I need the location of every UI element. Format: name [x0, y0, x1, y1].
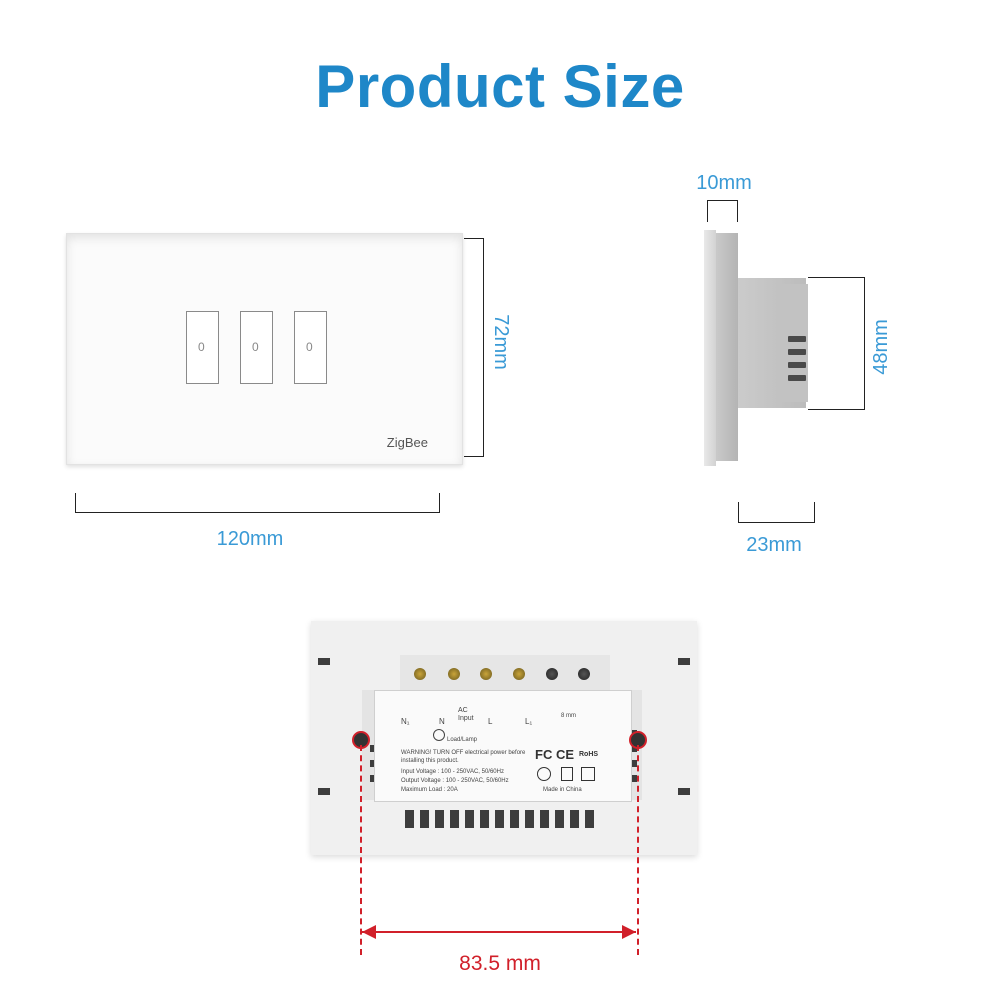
button-glyph: 0 [198, 340, 205, 354]
terminal-ac: AC [458, 707, 468, 714]
warning-text: WARNING! TURN OFF electrical power befor… [401, 750, 526, 764]
ce-mark: CE [556, 747, 575, 762]
strip-length: 8 mm [561, 713, 576, 719]
dimension-line-depth [738, 522, 815, 523]
terminal-screw [480, 668, 492, 680]
bottom-rib [405, 810, 414, 828]
made-in: Made in China [543, 787, 582, 793]
plate-slot [678, 788, 690, 795]
dimension-tick [464, 238, 484, 239]
terminal-screw [448, 668, 460, 680]
terminal-n: N [439, 717, 445, 726]
bottom-rib [450, 810, 459, 828]
height-label: 72mm [490, 314, 512, 370]
house-icon [581, 767, 595, 781]
terminal-block [400, 655, 610, 691]
load-label: Load/Lamp [447, 737, 478, 743]
body-depth-label: 23mm [746, 534, 802, 556]
plate-slot [678, 658, 690, 665]
side-vent [788, 349, 806, 355]
bottom-rib [585, 810, 594, 828]
output-voltage: Output Voltage : 100 - 250VAC, 50/60Hz [401, 778, 509, 784]
bottom-rib [435, 810, 444, 828]
weee-bin-icon [561, 767, 573, 781]
plate-slot [318, 788, 330, 795]
width-label: 120mm [216, 528, 284, 550]
touch-button-3: 0 [294, 311, 327, 384]
bottom-rib [555, 810, 564, 828]
arrow-left-icon [362, 925, 376, 939]
button-glyph: 0 [306, 340, 313, 354]
recycle-icon [537, 767, 551, 781]
bottom-rib [495, 810, 504, 828]
dimension-line-body-height [864, 277, 865, 410]
rib-slot [627, 760, 637, 767]
bottom-rib [510, 810, 519, 828]
dimension-tick [439, 493, 440, 513]
back-label-panel: N₁ N AC Input L L₁ 8 mm Load/Lamp WARNIN… [374, 690, 632, 802]
plate-slot [318, 658, 330, 665]
lamp-icon [433, 729, 445, 741]
rohs-mark: RoHS [579, 751, 599, 758]
brand-label: ZigBee [386, 435, 428, 450]
rib-slot [627, 775, 637, 782]
dimension-tick [738, 502, 739, 523]
dimension-line-width [75, 512, 440, 513]
arrow-right-icon [622, 925, 636, 939]
terminal-screw [414, 668, 426, 680]
terminal-screw [513, 668, 525, 680]
body-height-label: 48mm [870, 319, 892, 375]
bottom-rib [570, 810, 579, 828]
page-title: Product Size [315, 53, 685, 120]
fcc-mark: FC [535, 747, 553, 762]
red-guide-left [360, 745, 362, 955]
side-vent [788, 375, 806, 381]
input-voltage: Input Voltage : 100 - 250VAC, 50/60Hz [401, 769, 504, 775]
dimension-tick [814, 502, 815, 523]
hole-distance-label: 83.5 mm [459, 952, 541, 975]
max-load: Maximum Load : 20A [401, 787, 458, 793]
touch-button-2: 0 [240, 311, 273, 384]
front-panel: 0 0 0 ZigBee [66, 233, 463, 465]
dimension-tick [737, 200, 738, 222]
dimension-tick [808, 277, 865, 278]
side-module [778, 284, 808, 402]
side-vent [788, 362, 806, 368]
bottom-rib [540, 810, 549, 828]
side-frame [716, 233, 738, 461]
bottom-rib [465, 810, 474, 828]
dimension-line-glass [707, 200, 738, 201]
rib-slot [627, 745, 637, 752]
terminal-l: L [488, 717, 493, 726]
bottom-rib [525, 810, 534, 828]
terminal-l1: L₁ [525, 717, 533, 726]
button-glyph: 0 [252, 340, 259, 354]
bottom-rib [480, 810, 489, 828]
touch-button-1: 0 [186, 311, 219, 384]
glass-thickness-label: 10mm [696, 172, 752, 194]
side-vent [788, 336, 806, 342]
terminal-screw [578, 668, 590, 680]
dimension-tick [707, 200, 708, 222]
terminal-input: Input [458, 715, 474, 722]
dimension-tick [464, 456, 484, 457]
dimension-tick [75, 493, 76, 513]
terminal-screw [546, 668, 558, 680]
terminal-n1: N₁ [401, 717, 410, 726]
side-glass [704, 230, 716, 466]
bottom-rib [420, 810, 429, 828]
red-dimension-line [362, 931, 636, 933]
dimension-line-height [483, 238, 484, 457]
dimension-tick [808, 409, 865, 410]
red-guide-right [637, 745, 639, 955]
